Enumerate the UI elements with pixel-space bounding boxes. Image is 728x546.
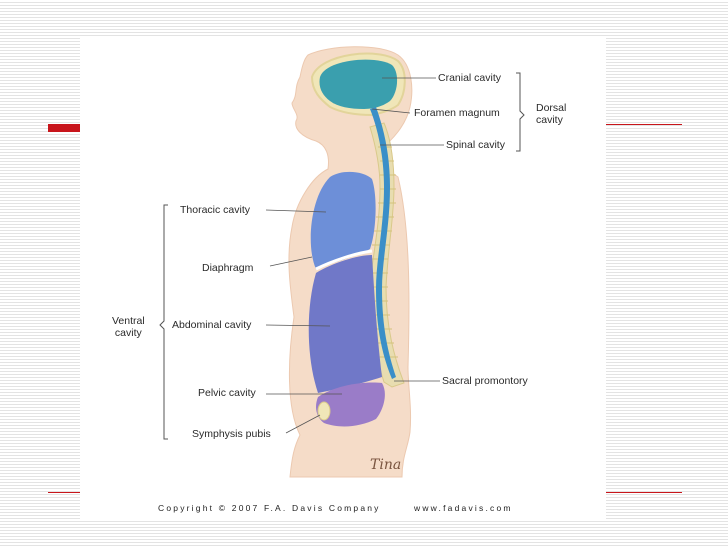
leader-lines	[265, 77, 444, 434]
label-cranial-cavity: Cranial cavity	[438, 72, 502, 84]
diaphragm-line	[315, 249, 373, 271]
slide-accent-line-left-bottom	[48, 492, 80, 493]
label-abdominal-cavity: Abdominal cavity	[172, 319, 252, 331]
label-spinal-cavity: Spinal cavity	[446, 139, 505, 151]
slide-accent-line-right-top	[606, 124, 682, 125]
website-text: www.fadavis.com	[414, 503, 513, 513]
cranial-cavity-shape	[319, 59, 398, 109]
label-symphysis-pubis: Symphysis pubis	[192, 428, 271, 440]
label-thoracic-cavity: Thoracic cavity	[180, 204, 251, 216]
spinal-cavity-shape	[370, 107, 396, 379]
label-foramen-magnum: Foramen magnum	[414, 107, 500, 119]
ventral-bracket	[159, 204, 168, 440]
dorsal-bracket	[516, 72, 525, 152]
label-ventral-cavity: Ventral cavity	[112, 315, 145, 339]
label-dorsal-cavity: Dorsal cavity	[536, 102, 567, 126]
abdominal-cavity-shape	[308, 255, 382, 393]
figure-panel: Cranial cavity Foramen magnum Spinal cav…	[80, 37, 606, 519]
copyright-text: Copyright © 2007 F.A. Davis Company	[158, 503, 381, 513]
pelvic-cavity-shape	[316, 382, 385, 427]
label-diaphragm: Diaphragm	[202, 262, 254, 274]
slide-accent-bar-left	[48, 124, 82, 132]
label-pelvic-cavity: Pelvic cavity	[198, 387, 256, 399]
slide-accent-line-right-bottom	[606, 492, 682, 493]
label-sacral-promontory: Sacral promontory	[442, 375, 528, 387]
thoracic-cavity-shape	[310, 171, 376, 269]
artist-signature: Tina	[370, 457, 402, 473]
symphysis-pubis-shape	[317, 401, 331, 421]
body-cavities-illustration	[159, 46, 525, 478]
